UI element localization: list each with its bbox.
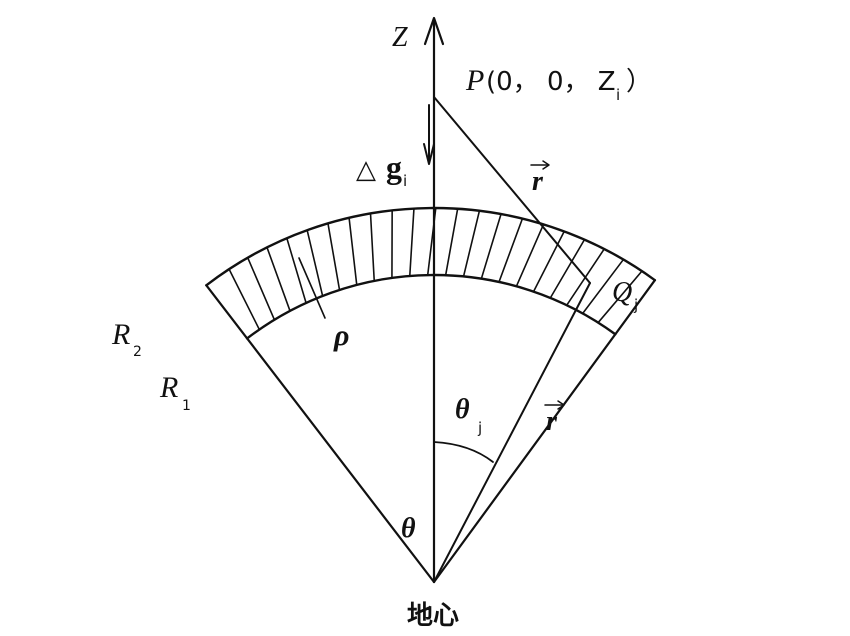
hatch-line [546,233,589,304]
label-r2-letter: R [111,318,130,351]
label-theta-j: θ j [455,394,482,437]
hatch-line [326,216,342,297]
vector-arrow-upper [530,160,550,170]
hatch-line [347,210,359,292]
hatch-line [513,218,547,293]
shell-hatching [225,207,647,336]
rho-leader-line [298,257,326,319]
vector-arrow-lower [544,400,565,410]
label-g: g [386,149,402,185]
theta-j-angle-arc [433,441,494,463]
label-delta-g: △ g i [356,149,407,190]
label-p-letter: P [465,64,484,97]
hatch-line [578,253,628,320]
hatch-line [369,207,376,288]
hatch-line [443,207,460,282]
label-r1: R 1 [159,371,191,414]
inner-arc-r1 [245,273,617,340]
label-rho: ρ [333,319,349,352]
z-axis-arrowhead [423,16,445,46]
sector-left-edge [205,284,436,584]
hatch-line [304,223,325,303]
label-delta: △ [356,155,376,185]
hatch-line [408,207,416,283]
hatch-line [284,231,309,310]
label-r2: R 2 [111,318,142,360]
line-center-to-q [433,282,591,583]
label-q-letter: Q [612,277,632,308]
outer-arc-r2 [205,206,657,287]
label-theta: θ [401,513,416,544]
label-point-p: P (0， 0， Z i ） [465,64,652,104]
label-theta-j-subscript: j [477,419,482,437]
label-r-vector-upper: r [532,166,544,197]
hatch-line [593,265,647,328]
delta-g-arrowhead [423,143,435,165]
label-g-subscript: i [403,172,407,190]
hatch-line [530,225,568,298]
label-p-close: ） [626,67,652,97]
label-q-subscript: j [633,296,638,314]
label-r2-subscript: 2 [133,344,142,360]
hatch-line [478,207,504,286]
label-earth-center: 地心 [407,601,459,631]
label-z-axis: Z [392,22,408,53]
hatch-line [461,207,482,284]
label-p-coords: (0， 0， Z [486,67,616,97]
hatch-line [264,240,293,318]
line-p-to-q [433,96,591,284]
label-r1-letter: R [159,371,178,404]
hatch-line [244,251,278,327]
label-r-vector-lower: r [546,406,558,437]
label-theta-j-letter: θ [455,394,470,425]
hatch-line [225,262,263,336]
sector-right-edge [432,279,656,584]
label-r1-subscript: 1 [182,398,191,414]
label-p-subscript: i [616,86,620,104]
label-q: Q j [612,277,638,314]
hatch-line [496,212,526,289]
